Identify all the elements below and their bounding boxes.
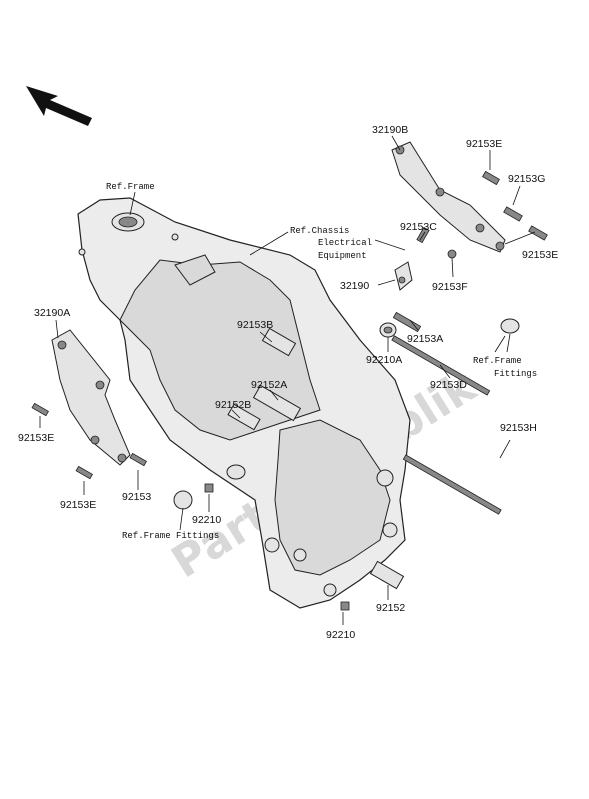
- bracket-32190b: [391, 141, 506, 253]
- label-92152a: 92152A: [251, 379, 287, 391]
- label-92153b: 92153B: [237, 319, 273, 331]
- label-92153e-right: 92153E: [522, 249, 558, 261]
- label-92153f: 92153F: [432, 281, 468, 293]
- label-92153e-top: 92153E: [466, 138, 502, 150]
- label-92153g: 92153G: [508, 173, 545, 185]
- ref-chassis-line3: Equipment: [318, 251, 367, 261]
- label-92153d: 92153D: [430, 379, 467, 391]
- label-92153c: 92153C: [400, 221, 437, 233]
- label-92210a: 92210A: [366, 354, 402, 366]
- label-32190: 32190: [340, 280, 369, 292]
- bracket-32190a: [51, 329, 131, 466]
- label-92153e-bottom: 92153E: [60, 499, 96, 511]
- ref-chassis-line1: Ref.Chassis: [290, 226, 349, 236]
- label-92153e-left: 92153E: [18, 432, 54, 444]
- label-92210-mid: 92210: [192, 514, 221, 526]
- label-32190b: 32190B: [372, 124, 408, 136]
- label-32190a: 32190A: [34, 307, 70, 319]
- bracket-32190: [394, 261, 413, 291]
- arrow-icon: [26, 86, 92, 126]
- ref-fittings-right-line2: Fittings: [494, 369, 537, 379]
- main-frame: [77, 197, 411, 609]
- ref-fittings-right-line1: Ref.Frame: [473, 356, 522, 366]
- label-92153h: 92153H: [500, 422, 537, 434]
- ref-chassis-line2: Electrical: [318, 238, 372, 248]
- ref-frame-top: Ref.Frame: [106, 182, 155, 192]
- ref-fittings-bottom: Ref.Frame Fittings: [122, 531, 219, 541]
- label-92152: 92152: [376, 602, 405, 614]
- label-92153: 92153: [122, 491, 151, 503]
- label-92210-bottom: 92210: [326, 629, 355, 641]
- leader-lines: [39, 135, 536, 625]
- label-92153a: 92153A: [407, 333, 443, 345]
- label-92152b: 92152B: [215, 399, 251, 411]
